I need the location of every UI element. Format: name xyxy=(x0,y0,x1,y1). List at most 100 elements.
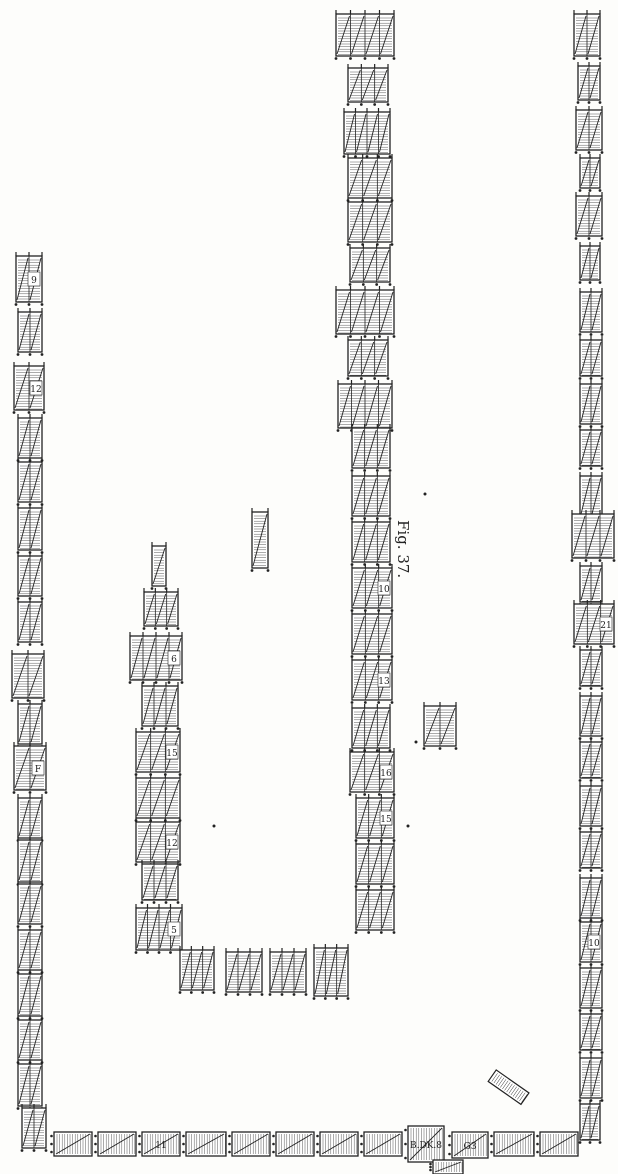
diagram-box xyxy=(579,380,604,428)
diagram-box xyxy=(579,242,602,284)
diagonal-block xyxy=(488,1070,529,1104)
diagram-box xyxy=(135,774,182,822)
diagram-box xyxy=(351,424,392,472)
box-label: 15 xyxy=(166,749,178,759)
diagram-box xyxy=(335,286,396,338)
diagram-box: 15 xyxy=(135,728,182,776)
diagram-box xyxy=(351,610,394,658)
diagram-box xyxy=(579,738,604,782)
diagram-box xyxy=(347,64,390,106)
diagram-box xyxy=(579,426,604,470)
box-label: 5 xyxy=(171,926,177,936)
box-label: 15 xyxy=(380,815,392,825)
diagram-box: 13 xyxy=(351,656,394,704)
diagram-box xyxy=(360,1132,402,1156)
diagram-box xyxy=(179,946,216,994)
box-label: 21 xyxy=(600,621,611,631)
diagram-box xyxy=(355,886,396,934)
diagram-box xyxy=(579,782,604,830)
diagram-box xyxy=(151,542,168,590)
diagram-box xyxy=(94,1132,136,1156)
diagram-box xyxy=(343,108,392,158)
box-label: 13 xyxy=(378,677,390,687)
diagram-box xyxy=(347,336,390,380)
diagram-box: 9 xyxy=(15,252,44,306)
diagram-box xyxy=(347,198,394,246)
diagram-box xyxy=(17,836,44,886)
diagram-box xyxy=(579,874,604,922)
diagram-box xyxy=(17,970,44,1020)
diagram-box xyxy=(17,926,44,974)
ink-speck xyxy=(415,741,418,744)
diagram-box xyxy=(225,948,264,996)
diagram-box xyxy=(143,588,180,630)
diagram-box: 11 xyxy=(138,1132,180,1156)
box-label: 16 xyxy=(380,769,392,779)
diagram-box: F xyxy=(13,742,48,794)
box-label: G3 xyxy=(464,1142,477,1152)
box-label: B.DK.8 xyxy=(410,1141,442,1151)
box-label: 10 xyxy=(588,939,600,949)
diagram-box xyxy=(182,1132,226,1156)
diagram-box xyxy=(17,794,44,842)
diagram-box xyxy=(21,1104,48,1152)
box-label: 9 xyxy=(31,276,37,286)
ink-speck xyxy=(424,493,427,496)
box-label: 6 xyxy=(171,655,177,665)
diagram-box: B.DK.8 xyxy=(404,1126,444,1162)
diagram-box xyxy=(50,1132,92,1156)
diagram-box xyxy=(579,1054,604,1102)
diagram-box xyxy=(272,1132,314,1156)
diagram-box xyxy=(17,880,44,928)
diagram-box xyxy=(429,1160,463,1174)
diagram-box xyxy=(17,1060,44,1110)
diagram-box: 15 xyxy=(355,794,396,842)
diagram-box xyxy=(573,10,602,60)
box-label: 11 xyxy=(155,1141,166,1151)
diagram-box xyxy=(490,1132,534,1156)
diagram-box xyxy=(11,650,46,702)
diagram-box xyxy=(351,704,392,752)
diagram-box xyxy=(17,700,44,748)
box-label: F xyxy=(35,765,41,775)
diagram-box xyxy=(579,562,604,606)
diagram-box: 6 xyxy=(129,632,184,684)
diagram-box xyxy=(17,1016,44,1064)
diagram-box xyxy=(269,948,308,996)
diagram-box xyxy=(17,414,44,462)
diagram-box xyxy=(349,244,392,286)
diagram-box: 12 xyxy=(13,362,46,414)
diagram-box xyxy=(579,336,604,380)
diagram-box: G3 xyxy=(448,1132,488,1158)
diagram-box xyxy=(579,646,604,690)
diagram-box xyxy=(575,192,604,240)
diagram-box xyxy=(351,518,392,566)
diagram-box: 5 xyxy=(135,904,184,954)
diagram-box xyxy=(17,552,44,600)
box-label: 10 xyxy=(378,585,390,595)
ink-speck xyxy=(407,825,410,828)
diagram-box xyxy=(579,154,602,192)
diagram-box xyxy=(17,598,44,646)
diagram-box xyxy=(579,692,604,740)
diagram-box xyxy=(17,504,44,554)
diagram-box xyxy=(536,1132,578,1156)
diagram-box xyxy=(335,10,396,60)
diagram-box: 16 xyxy=(349,748,396,796)
diagram-box xyxy=(575,106,604,154)
diagram-box xyxy=(579,288,604,336)
diagram-box xyxy=(313,944,350,1000)
figure-caption: Fig. 37. xyxy=(392,520,412,580)
diagram-box xyxy=(577,62,602,104)
diagram-box xyxy=(17,308,44,356)
diagram-box xyxy=(351,472,392,520)
diagram-box: 12 xyxy=(135,818,182,866)
diagram-box xyxy=(579,1010,604,1054)
diagram-box xyxy=(228,1132,270,1156)
diagram-box xyxy=(423,702,458,750)
diagram-box xyxy=(17,458,44,506)
diagram-box: 10 xyxy=(579,918,604,966)
diagram-box xyxy=(355,840,396,888)
box-label: 12 xyxy=(166,839,177,849)
